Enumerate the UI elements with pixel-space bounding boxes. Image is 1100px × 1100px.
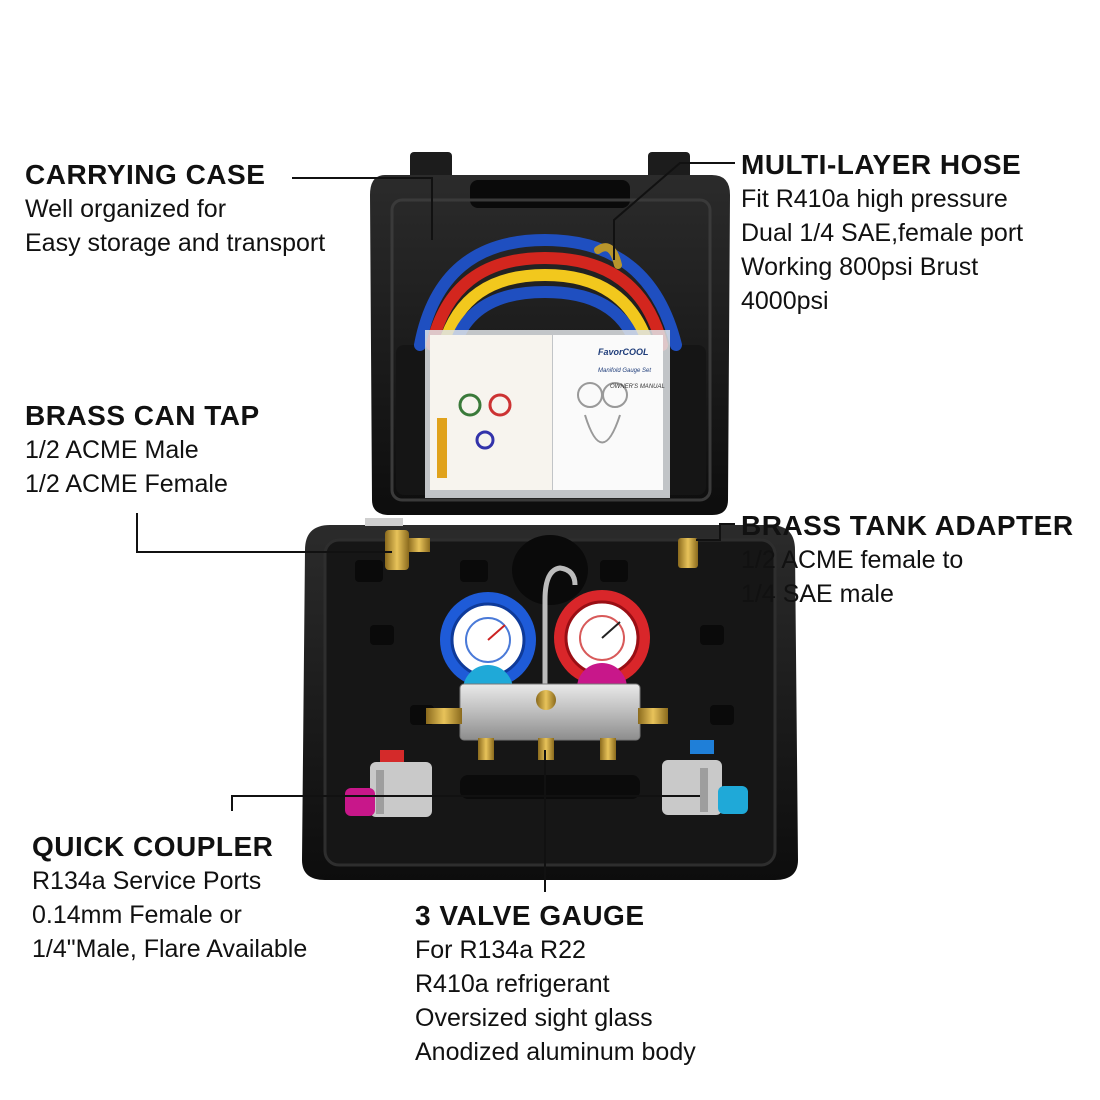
multi-layer-hose-title: MULTI-LAYER HOSE xyxy=(741,149,1022,180)
owners-manual: FavorCOOL Manifold Gauge Set OWNER'S MAN… xyxy=(425,330,670,498)
callout-brass-can-tap: BRASS CAN TAP 1/2 ACME Male 1/2 ACME Fem… xyxy=(25,399,260,501)
valve-gauge-title: 3 VALVE GAUGE xyxy=(415,900,645,931)
carrying-case-line-1: Well organized for xyxy=(25,195,227,223)
brass-can-tap-line-2: 1/2 ACME Female xyxy=(25,470,228,498)
manual-subtitle: Manifold Gauge Set xyxy=(598,368,651,374)
leader-brass-tank-adapter xyxy=(696,523,735,541)
valve-gauge-line-4: Anodized aluminum body xyxy=(415,1038,696,1066)
quick-coupler-title: QUICK COUPLER xyxy=(32,831,274,862)
leader-lines xyxy=(136,162,735,892)
quick-coupler-line-3: 1/4"Male, Flare Available xyxy=(32,935,308,963)
brass-tank-adapter xyxy=(678,538,698,568)
multi-layer-hose-line-2: Dual 1/4 SAE,female port xyxy=(741,219,1024,247)
valve-gauge-line-3: Oversized sight glass xyxy=(415,1004,653,1032)
quick-coupler-line-1: R134a Service Ports xyxy=(32,867,262,895)
callout-multi-layer-hose: MULTI-LAYER HOSE Fit R410a high pressure… xyxy=(741,148,1023,318)
carrying-case-title: CARRYING CASE xyxy=(25,159,266,190)
manifold-block xyxy=(426,683,668,760)
brass-can-tap xyxy=(365,518,430,570)
multi-layer-hose-line-4: 4000psi xyxy=(741,287,829,315)
callout-3-valve-gauge: 3 VALVE GAUGE For R134a R22 R410a refrig… xyxy=(415,899,696,1069)
quick-coupler-right xyxy=(662,740,748,815)
callout-carrying-case: CARRYING CASE Well organized for Easy st… xyxy=(25,158,325,260)
valve-gauge-line-1: For R134a R22 xyxy=(415,936,586,964)
brass-can-tap-title: BRASS CAN TAP xyxy=(25,400,260,431)
valve-gauge-line-2: R410a refrigerant xyxy=(415,970,610,998)
leader-carrying-case xyxy=(292,177,433,240)
brass-tank-adapter-line-2: 1/4 SAE male xyxy=(741,580,894,608)
callout-quick-coupler: QUICK COUPLER R134a Service Ports 0.14mm… xyxy=(32,830,307,966)
brass-can-tap-line-1: 1/2 ACME Male xyxy=(25,436,199,464)
hanger-hook xyxy=(542,565,578,700)
manual-heading: OWNER'S MANUAL xyxy=(610,384,665,390)
carrying-case-line-2: Easy storage and transport xyxy=(25,229,326,257)
leader-brass-can-tap xyxy=(136,513,392,553)
multi-layer-hose-line-1: Fit R410a high pressure xyxy=(741,185,1008,213)
quick-coupler-line-2: 0.14mm Female or xyxy=(32,901,242,929)
brass-tank-adapter-title: BRASS TANK ADAPTER xyxy=(741,510,1074,541)
manual-brand: FavorCOOL xyxy=(598,347,649,357)
callout-brass-tank-adapter: BRASS TANK ADAPTER 1/2 ACME female to 1/… xyxy=(741,509,1074,611)
brass-tank-adapter-line-1: 1/2 ACME female to xyxy=(741,546,964,574)
leader-multi-layer-hose xyxy=(613,162,735,260)
hoses xyxy=(414,233,682,351)
multi-layer-hose-line-3: Working 800psi Brust xyxy=(741,253,979,281)
